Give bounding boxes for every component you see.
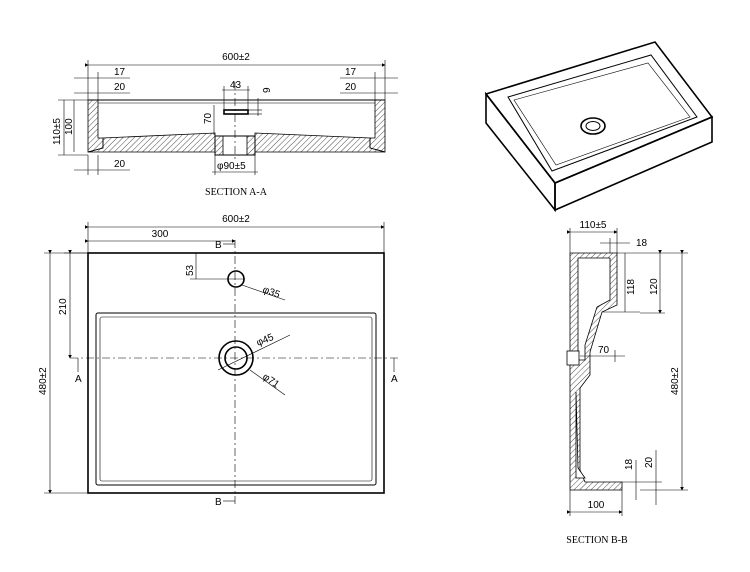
section-aa-drain-dia: φ90±5 [217,161,246,172]
plan-outer-outline [87,252,385,494]
section-marker-b-top: B [215,240,222,251]
iso-drain-inner [585,121,601,131]
section-aa-left-wall [87,99,104,153]
section-aa-bottom-right [254,132,386,153]
section-aa-drain-hatch-left [214,135,224,156]
section-bb-dim-70: 70 [598,345,610,356]
drain-dia-71-label: φ71 [260,371,281,390]
section-aa-drain-hatch-right [246,135,256,156]
isometric-view [484,41,714,213]
section-bb-title: SECTION B-B [566,535,628,546]
slot-width-43: 43 [230,80,242,91]
section-aa-bottom-20: 20 [114,159,126,170]
section-bb-dim-100: 100 [588,500,605,511]
section-bb-dim-18-bottom: 18 [624,458,635,470]
section-bb-dim-118: 118 [626,279,637,295]
plan-width-label: 600±2 [222,214,250,225]
overflow-dia-label: φ35 [261,284,282,301]
section-marker-a-left: A [75,374,82,385]
plan-height-480: 480±2 [38,367,49,395]
plan-dim-210: 210 [58,298,69,315]
slot-height-9: 9 [262,87,273,93]
plan-dim-53: 53 [185,264,196,276]
drain-dia-45-label: φ45 [255,332,276,349]
section-bb-dim-120: 120 [649,278,660,295]
section-aa-left-17: 17 [114,67,126,78]
section-aa-right-17: 17 [345,67,357,78]
section-aa-bottom-left [87,132,216,153]
section-aa-left-20: 20 [114,82,126,93]
section-bb-dim-18-top: 18 [636,238,648,249]
section-aa-right-20: 20 [345,82,357,93]
section-aa-right-wall [369,99,386,153]
section-marker-a-right: A [391,374,398,385]
section-aa-inner-100: 100 [64,118,75,135]
section-bb-dim-20: 20 [644,456,655,468]
section-bb-view: 110±5 18 118 120 70 480±2 18 20 [566,220,688,546]
plan-drain-outer [218,340,254,376]
section-aa-height-110: 110±5 [52,118,63,145]
section-bb-drain-slot [566,350,580,366]
section-aa-title: SECTION A-A [205,187,268,198]
plan-drain-inner [224,346,248,370]
depth-70: 70 [203,112,214,124]
section-marker-b-bottom: B [215,497,222,508]
plan-inner-basin [95,312,377,486]
section-bb-dim-110: 110±5 [580,220,607,231]
section-aa-view: 600±2 17 20 17 20 43 9 70 110±5 100 [52,52,398,198]
section-bb-dim-480: 480±2 [670,367,681,395]
plan-half-width: 300 [152,229,169,240]
iso-drain-outer [580,117,606,135]
overflow-slot [223,109,249,115]
plan-view: 600±2 300 210 53 480±2 φ35 φ45 φ71 A A B… [38,214,400,508]
section-aa-width-label: 600±2 [222,52,250,63]
